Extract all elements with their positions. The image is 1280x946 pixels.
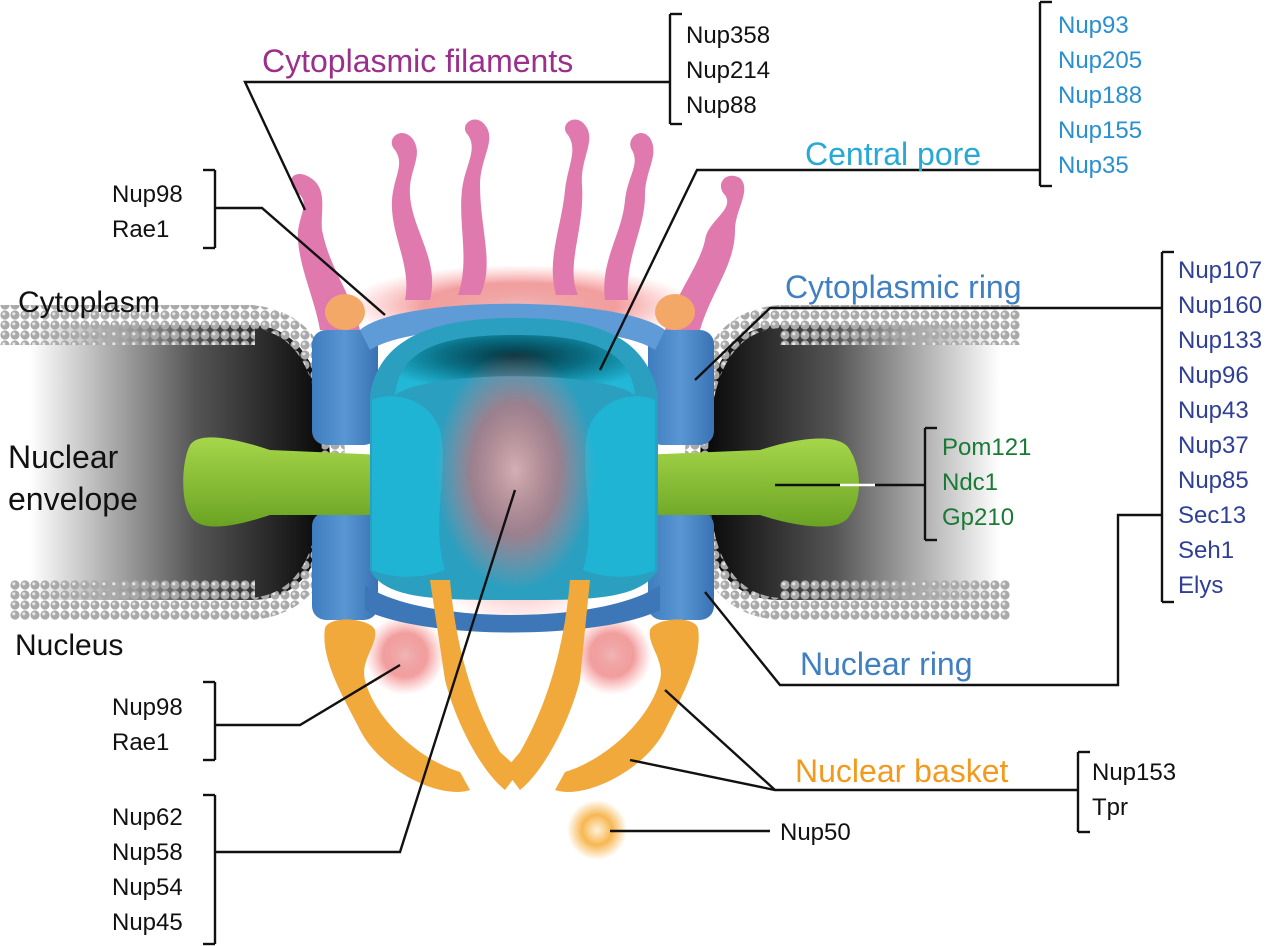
nuclear-envelope-label-line1: Nuclear: [8, 439, 119, 475]
nup-item: Nup188: [1058, 82, 1142, 109]
nup-item: Rae1: [112, 729, 169, 756]
nup-item: Nup107: [1178, 257, 1262, 284]
nup-item: Nup358: [686, 22, 770, 49]
nup-item: Nup98: [112, 181, 183, 208]
cytoplasmic-ring-label: Cytoplasmic ring: [785, 269, 1022, 305]
nup-item: Sec13: [1178, 502, 1246, 529]
central-pore-shape: [370, 318, 658, 600]
cytoplasmic-filaments-shape: [290, 119, 745, 330]
nuclear-envelope-label-line2: envelope: [8, 481, 138, 517]
nup-item: Nup62: [112, 804, 183, 831]
nup-item: Seh1: [1178, 537, 1234, 564]
nup-item: Nup160: [1178, 292, 1262, 319]
lower-left-nups-list: Nup98 Rae1: [112, 694, 183, 756]
nuclear-basket-shape: [324, 580, 699, 792]
membrane-ring-shape: [183, 437, 859, 527]
lipid-bilayer-icon: [780, 305, 1020, 345]
filament-nups-list: Nup358 Nup214 Nup88: [686, 22, 770, 119]
central-pore-label: Central pore: [805, 136, 981, 172]
nup-item: Nup205: [1058, 47, 1142, 74]
nup-item: Nup43: [1178, 397, 1249, 424]
lipid-bilayer-icon: [780, 580, 1010, 620]
nup-item: Elys: [1178, 572, 1223, 599]
nup-item: Tpr: [1092, 794, 1128, 821]
lipid-bilayer-icon: [10, 580, 255, 620]
nup-item: Nup133: [1178, 327, 1262, 354]
nucleus-label: Nucleus: [15, 629, 123, 662]
basket-nups-list: Nup153 Tpr: [1092, 759, 1176, 821]
nup-item: Nup88: [686, 92, 757, 119]
nup-item: Nup214: [686, 57, 770, 84]
cytoplasm-label: Cytoplasm: [18, 286, 160, 319]
lipid-bilayer-icon: [0, 305, 255, 345]
nup50-label: Nup50: [780, 819, 851, 846]
pore-nups-list: Nup93 Nup205 Nup188 Nup155 Nup35: [1058, 12, 1142, 179]
nup-item: Gp210: [942, 504, 1014, 531]
fg-channel: [435, 350, 595, 590]
nuclear-ring-label: Nuclear ring: [800, 646, 973, 682]
nup-item: Nup54: [112, 874, 183, 901]
nup-item: Nup153: [1092, 759, 1176, 786]
cytoplasmic-filaments-label: Cytoplasmic filaments: [262, 43, 573, 79]
upper-left-nups-list: Nup98 Rae1: [112, 181, 183, 243]
basket-glow-right: [572, 615, 652, 695]
nup-item: Rae1: [112, 216, 169, 243]
filament-base-left: [325, 294, 365, 330]
filament-base-right: [655, 294, 695, 330]
nup-item: Pom121: [942, 434, 1031, 461]
central-channel-nups-list: Nup62 Nup58 Nup54 Nup45: [112, 804, 183, 936]
nup-item: Nup37: [1178, 432, 1249, 459]
membrane-nups-list: Pom121 Ndc1 Gp210: [942, 434, 1031, 531]
nuclear-basket-label: Nuclear basket: [795, 753, 1009, 789]
nup-item: Nup155: [1058, 117, 1142, 144]
nup-item: Nup35: [1058, 152, 1129, 179]
nup50-dot: [567, 800, 627, 860]
nup-item: Nup96: [1178, 362, 1249, 389]
nup-item: Nup58: [112, 839, 183, 866]
nup-item: Nup85: [1178, 467, 1249, 494]
leader-lines: [203, 0, 1174, 946]
nup-item: Ndc1: [942, 469, 998, 496]
nup-item: Nup93: [1058, 12, 1129, 39]
nup-item: Nup98: [112, 694, 183, 721]
nup-item: Nup45: [112, 909, 183, 936]
ring-nups-list: Nup107 Nup160 Nup133 Nup96 Nup43 Nup37 N…: [1178, 257, 1262, 599]
